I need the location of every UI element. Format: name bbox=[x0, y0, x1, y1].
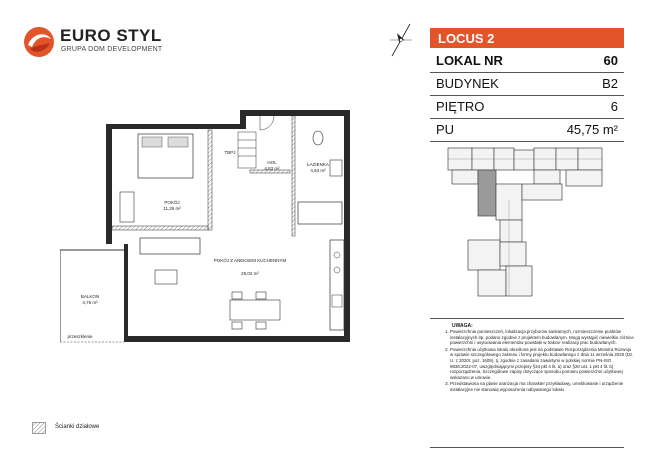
room-name-lazienka: ŁAZIENKA bbox=[307, 162, 329, 167]
partition-walls-legend-icon bbox=[32, 422, 46, 434]
kitchen-counter bbox=[329, 239, 345, 331]
logo-name: EURO STYL bbox=[60, 26, 162, 45]
euro-styl-logo-icon bbox=[24, 27, 54, 57]
bathtub bbox=[297, 201, 343, 225]
note-item: Przedstawiona na planie aranżacja ma cha… bbox=[450, 381, 634, 392]
project-header: LOCUS 2 bbox=[430, 28, 624, 48]
project-name: LOCUS 2 bbox=[438, 31, 495, 46]
info-value: 45,75 m² bbox=[566, 122, 618, 137]
dining-table bbox=[229, 291, 281, 330]
room-name-pokoj-aneks: POKÓJ Z ANEKSEM KUCHENNYM bbox=[214, 257, 287, 263]
room-area-pokoj-aneks: 25,02 m² bbox=[241, 271, 259, 276]
info-value: 60 bbox=[603, 53, 618, 68]
room-area-lazienka: 4,64 m² bbox=[310, 168, 326, 173]
room-area-balkon: 4,76 m² bbox=[82, 300, 98, 305]
room-name-pokoj: POKÓJ bbox=[164, 199, 179, 205]
info-label: LOKAL NR bbox=[436, 53, 503, 68]
notes-box: UWAGA: Powierzchnia pomieszczeń, lokaliz… bbox=[430, 318, 634, 448]
balcony bbox=[60, 249, 124, 343]
coffee-table bbox=[154, 269, 178, 285]
info-row-building: BUDYNEK B2 bbox=[430, 73, 624, 96]
entrance-door bbox=[259, 115, 275, 131]
toilet bbox=[312, 130, 324, 146]
room-name-szafa: TBPJ bbox=[224, 150, 235, 155]
info-label: BUDYNEK bbox=[436, 76, 499, 91]
wardrobe bbox=[237, 131, 257, 169]
note-item: Powierzchnia użytkowa lokalu określona j… bbox=[450, 347, 634, 381]
notes-list: Powierzchnia pomieszczeń, lokalizacja pr… bbox=[436, 329, 634, 394]
exterior-walls bbox=[106, 110, 350, 342]
euro-styl-logo: EURO STYL GRUPA DOM DEVELOPMENT bbox=[22, 22, 172, 62]
notes-title: UWAGA: bbox=[452, 323, 473, 329]
logo-subtitle: GRUPA DOM DEVELOPMENT bbox=[61, 46, 163, 53]
info-label: PU bbox=[436, 122, 455, 137]
room-area-pokoj: 11,26 m² bbox=[163, 206, 181, 211]
sofa bbox=[139, 237, 201, 255]
building-key-plan bbox=[447, 147, 603, 297]
note-item: Powierzchnia pomieszczeń, lokalizacja pr… bbox=[450, 329, 634, 346]
legend-label: Ścianki działowe bbox=[55, 424, 100, 430]
info-row-unit: LOKAL NR 60 bbox=[430, 50, 624, 73]
desk bbox=[119, 191, 135, 223]
north-arrow-icon bbox=[390, 23, 412, 57]
sink bbox=[329, 159, 343, 177]
bed bbox=[137, 133, 194, 179]
info-value: 6 bbox=[610, 99, 618, 114]
room-area-hol: 4,83 m² bbox=[264, 166, 280, 171]
info-row-area: PU 45,75 m² bbox=[430, 119, 624, 142]
room-name-balkon: BALKON bbox=[81, 294, 99, 299]
info-row-floor: PIĘTRO 6 bbox=[430, 96, 624, 119]
apartment-floor-plan: POKÓJ 11,26 m² TBPJ HOL 4,83 m² ŁAZIENKA… bbox=[60, 110, 350, 343]
info-label: PIĘTRO bbox=[436, 99, 485, 114]
glazing-label: przeszklenie bbox=[67, 334, 93, 339]
room-name-hol: HOL bbox=[267, 160, 277, 165]
info-value: B2 bbox=[602, 76, 618, 91]
partition-walls bbox=[111, 115, 296, 237]
